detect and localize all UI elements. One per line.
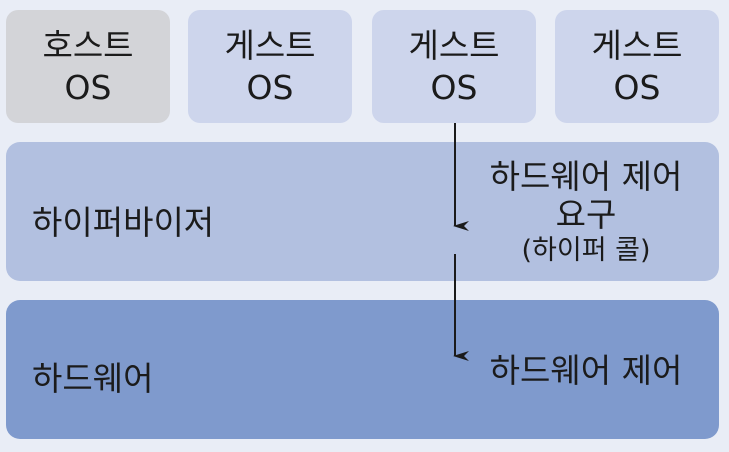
- guest-os-3-line2: OS: [613, 67, 661, 107]
- hypervisor-layer: 하이퍼바이저 하드웨어 제어 요구 (하이퍼 콜): [6, 142, 719, 281]
- guest-os-1-line2: OS: [246, 67, 294, 107]
- host-os-line1: 호스트: [42, 25, 134, 65]
- host-os-box: 호스트 OS: [6, 10, 170, 123]
- guest-os-1-line1: 게스트: [224, 25, 316, 65]
- guest-os-box-3: 게스트 OS: [555, 10, 719, 123]
- guest-os-2-line2: OS: [430, 67, 478, 107]
- guest-os-box-1: 게스트 OS: [188, 10, 352, 123]
- hardware-layer: 하드웨어 하드웨어 제어: [6, 300, 719, 439]
- hypervisor-label: 하이퍼바이저: [32, 203, 215, 242]
- guest-os-2-line1: 게스트: [408, 25, 500, 65]
- host-os-line2: OS: [64, 67, 112, 107]
- guest-os-3-line1: 게스트: [591, 25, 683, 65]
- guest-os-box-2: 게스트 OS: [372, 10, 536, 123]
- hardware-label: 하드웨어: [32, 359, 154, 398]
- hypercall-line1: 하드웨어 제어: [489, 157, 683, 196]
- hypercall-request-label: 하드웨어 제어 요구 (하이퍼 콜): [456, 158, 716, 268]
- hypercall-line3: (하이퍼 콜): [521, 235, 651, 266]
- hardware-control-label: 하드웨어 제어: [489, 351, 683, 390]
- hypercall-line2: 요구: [555, 195, 617, 234]
